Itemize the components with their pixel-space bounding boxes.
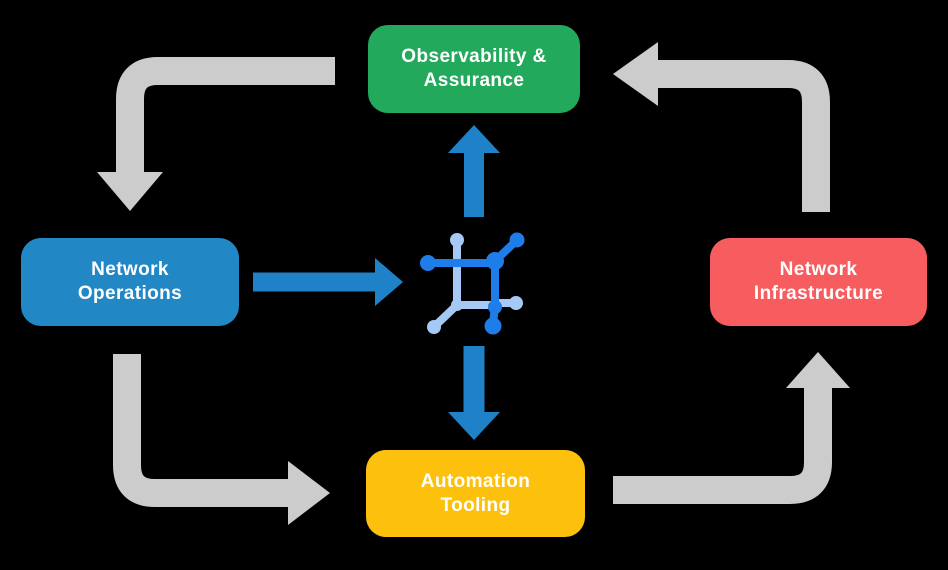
network-chip-icon-light-nodes xyxy=(427,233,523,334)
arrow-operations-to-automation-shaft xyxy=(113,354,288,507)
node-observability-label-line2: Assurance xyxy=(423,70,525,91)
network-chip-icon-bright-lines xyxy=(424,238,519,327)
icon-bright-bottom-end-node xyxy=(484,317,502,335)
node-operations-label-line2: Operations xyxy=(77,283,183,304)
network-chip-icon-bright-nodes xyxy=(420,232,525,335)
arrow-automation-to-infrastructure-shaft xyxy=(613,388,832,504)
node-observability-label-line1: Observability & xyxy=(401,46,547,67)
icon-bright-tr-corner-node xyxy=(486,252,504,270)
arrow-center-to-observability-head xyxy=(448,125,500,153)
icon-light-right-end-node xyxy=(509,296,523,310)
node-automation-label-line2: Tooling xyxy=(440,494,511,516)
node-infrastructure-label-line2: Infrastructure xyxy=(753,283,884,304)
node-observability-assurance: Observability & Assurance xyxy=(368,25,580,113)
icon-light-top-node xyxy=(450,233,464,247)
arrow-observability-to-operations-head xyxy=(97,172,163,211)
icon-light-bl-corner-node xyxy=(451,299,463,311)
node-network-infrastructure: Network Infrastructure xyxy=(710,238,927,326)
node-network-operations: Network Operations xyxy=(21,238,239,326)
icon-bright-tr-end-node xyxy=(509,232,525,248)
network-chip-icon xyxy=(420,232,525,335)
arrow-automation-to-infrastructure-head xyxy=(786,352,850,388)
arrow-observability-to-operations-shaft xyxy=(116,57,335,172)
arrow-infrastructure-to-observability-shaft xyxy=(658,60,830,212)
icon-bright-br-corner-node xyxy=(488,300,502,314)
arrow-operations-to-center-head xyxy=(375,258,403,306)
node-automation-label-line1: Automation xyxy=(420,470,531,492)
node-automation-tooling: Automation Tooling xyxy=(366,450,585,537)
node-operations-label-line1: Network xyxy=(91,259,169,280)
icon-bright-left-end-node xyxy=(420,255,436,271)
icon-light-bl-end-node xyxy=(427,320,441,334)
node-infrastructure-label-line1: Network xyxy=(779,259,858,280)
arrow-center-to-automation-head xyxy=(448,412,500,440)
arrow-operations-to-automation-head xyxy=(288,461,330,525)
arrow-infrastructure-to-observability-head xyxy=(613,42,658,106)
